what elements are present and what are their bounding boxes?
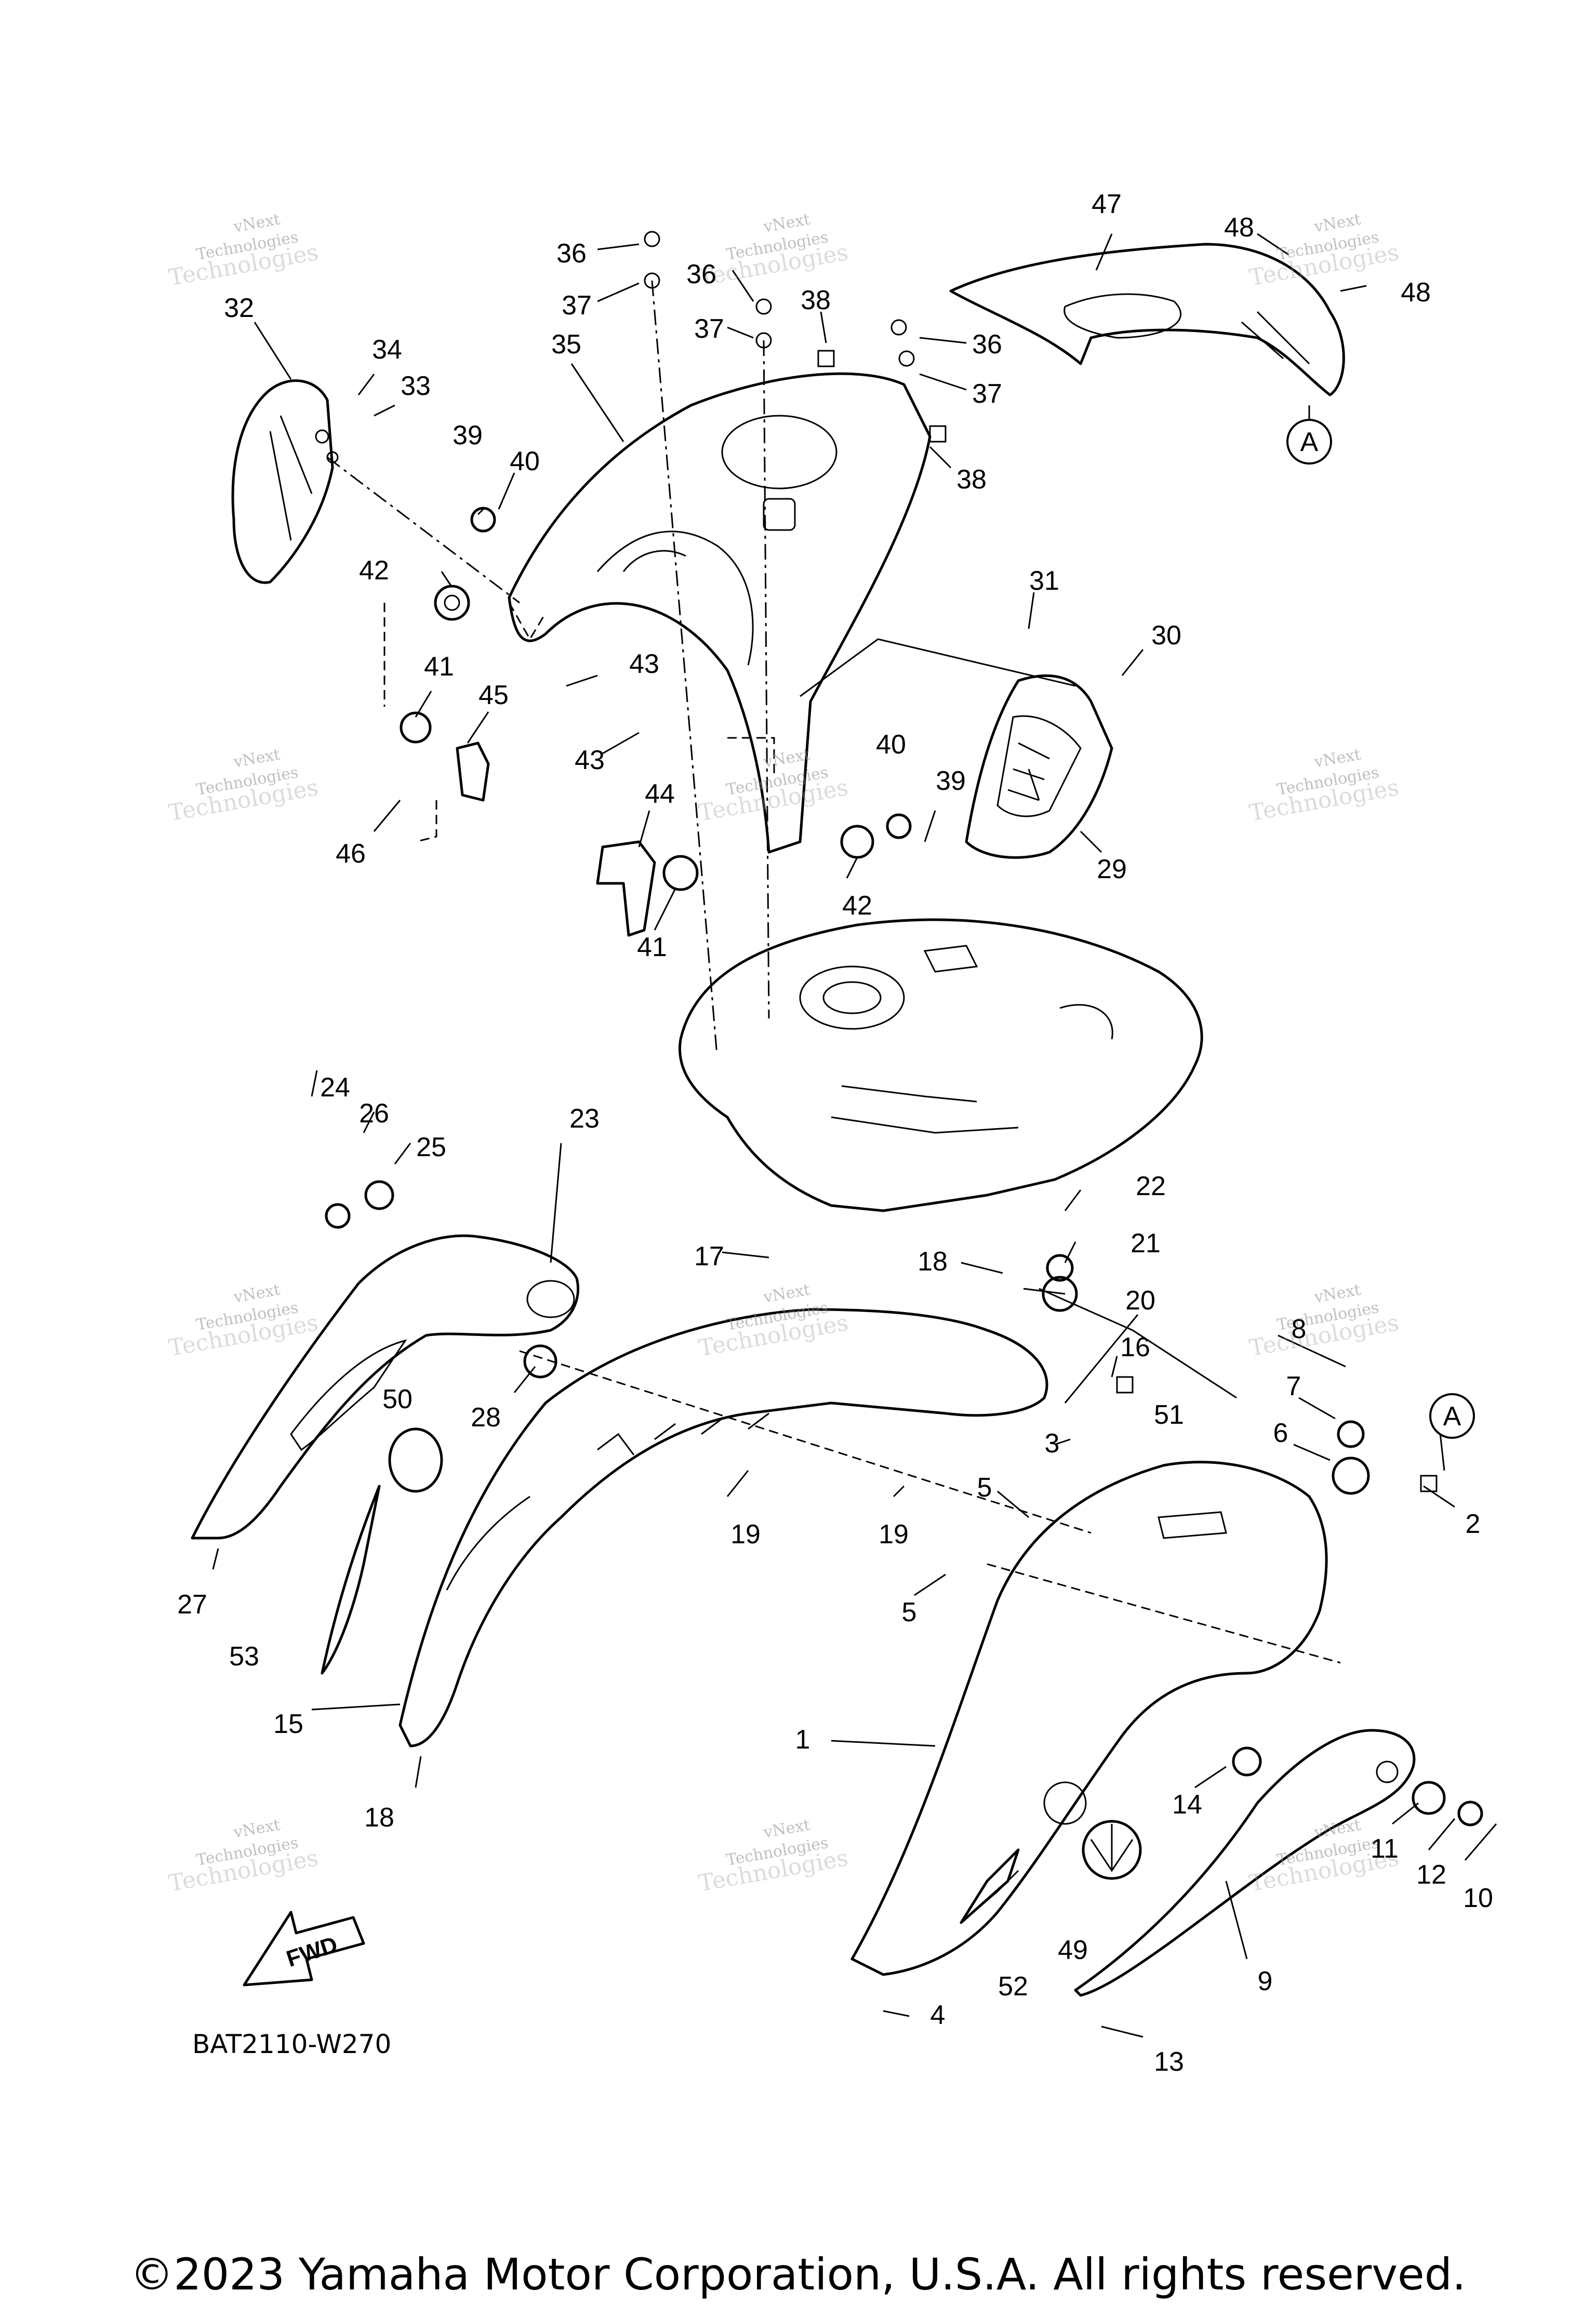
svg-text:FWD: FWD <box>283 1931 340 1972</box>
callout-39a: 39 <box>453 420 483 451</box>
part-29-side-duct <box>965 674 1113 859</box>
part-32-side-cover <box>231 379 339 584</box>
callout-22: 22 <box>1136 1171 1166 1201</box>
callout-12: 12 <box>1416 1860 1446 1890</box>
callout-38b: 38 <box>956 465 987 495</box>
callout-1: 1 <box>795 1725 810 1755</box>
callout-17: 17 <box>694 1241 724 1272</box>
part-50-disc <box>388 1427 443 1493</box>
callout-9: 9 <box>1258 1966 1273 1996</box>
callout-19b: 19 <box>879 1519 909 1550</box>
callout-43a: 43 <box>629 649 659 679</box>
callout-40b: 40 <box>876 730 906 760</box>
callout-19a: 19 <box>730 1519 761 1550</box>
callout-48a: 48 <box>1224 213 1254 243</box>
callout-51: 51 <box>1154 1400 1184 1430</box>
callout-5a: 5 <box>977 1473 992 1503</box>
callout-31: 31 <box>1029 566 1059 596</box>
fasteners <box>325 231 1483 1826</box>
part-52-decal <box>960 1848 1020 1924</box>
callout-35: 35 <box>551 329 581 360</box>
part-53-decal <box>321 1485 381 1675</box>
callout-23: 23 <box>569 1104 600 1134</box>
callout-37c: 37 <box>972 379 1002 409</box>
callout-10: 10 <box>1463 1883 1493 1913</box>
part-47-front-cover <box>949 243 1345 396</box>
callout-18a: 18 <box>917 1247 948 1277</box>
callout-42a: 42 <box>359 555 389 586</box>
callout-7: 7 <box>1286 1371 1301 1401</box>
part-44-bracket <box>596 840 656 937</box>
copyright-notice: ©2023 Yamaha Motor Corporation, U.S.A. A… <box>130 2249 1466 2300</box>
callout-42b: 42 <box>842 891 872 921</box>
callout-39b: 39 <box>936 766 966 796</box>
callout-36a: 36 <box>556 239 587 269</box>
callout-44: 44 <box>645 779 675 809</box>
callout-47: 47 <box>1092 189 1122 219</box>
callout-6: 6 <box>1273 1418 1288 1448</box>
svg-text:A: A <box>1443 1401 1461 1432</box>
callout-33: 33 <box>401 371 431 401</box>
callout-48b: 48 <box>1401 277 1431 308</box>
callout-3: 3 <box>1045 1428 1060 1459</box>
reference-lines <box>327 280 1341 1664</box>
part-1-lower-panel <box>850 1461 1328 1976</box>
part-35-tank-cover <box>508 372 932 854</box>
callout-53: 53 <box>229 1641 259 1672</box>
callout-14: 14 <box>1172 1790 1202 1820</box>
callout-15: 15 <box>273 1709 303 1739</box>
callout-20: 20 <box>1125 1286 1155 1316</box>
callout-29: 29 <box>1097 854 1127 884</box>
callout-37b: 37 <box>694 314 724 344</box>
part-49-emblem <box>1082 1820 1142 1880</box>
callout-labels: 1 2 3 4 5 5 6 7 8 9 10 11 12 13 14 15 16… <box>177 189 1493 2077</box>
callout-5b: 5 <box>902 1597 917 1627</box>
callout-21: 21 <box>1130 1228 1161 1259</box>
callout-46: 46 <box>336 839 366 869</box>
callout-52: 52 <box>998 1971 1028 2002</box>
callout-40a: 40 <box>510 446 540 476</box>
callout-28: 28 <box>471 1402 501 1433</box>
callout-41b: 41 <box>637 932 667 962</box>
callout-49: 49 <box>1058 1935 1088 1965</box>
ref-marker-a-upper: A <box>1286 419 1332 465</box>
callout-34: 34 <box>372 335 402 365</box>
callout-13: 13 <box>1154 2047 1184 2077</box>
part-15-side-fairing <box>398 1308 1092 1747</box>
callout-11: 11 <box>1371 1834 1399 1864</box>
callout-25: 25 <box>416 1132 446 1162</box>
fuel-tank-reference <box>679 918 1203 1212</box>
callout-41a: 41 <box>424 652 454 682</box>
part-23-left-panel <box>191 1234 580 1540</box>
callout-43b: 43 <box>575 745 605 775</box>
fwd-arrow-icon: FWD <box>243 1911 365 1987</box>
callout-4: 4 <box>930 2000 946 2030</box>
callout-27: 27 <box>177 1590 207 1620</box>
callout-45: 45 <box>478 680 509 710</box>
callout-50: 50 <box>382 1384 413 1414</box>
ref-marker-a-lower: A <box>1429 1393 1475 1439</box>
diagram-code: BAT2110-W270 <box>192 2029 392 2059</box>
svg-text:A: A <box>1300 427 1319 457</box>
callout-26: 26 <box>359 1098 389 1129</box>
callout-37a: 37 <box>562 290 592 321</box>
part-9-lower-side-panel <box>1074 1729 1416 1997</box>
callout-38a: 38 <box>801 285 831 315</box>
part-45-bracket <box>456 742 490 802</box>
callout-2: 2 <box>1466 1509 1481 1539</box>
callout-36c: 36 <box>972 329 1002 360</box>
callout-8: 8 <box>1292 1314 1307 1344</box>
callout-24: 24 <box>320 1073 350 1103</box>
callout-32: 32 <box>224 293 254 323</box>
callout-30: 30 <box>1151 620 1181 651</box>
callout-18b: 18 <box>364 1803 394 1833</box>
callout-16: 16 <box>1120 1332 1150 1362</box>
callout-leaders <box>212 233 1497 2038</box>
callout-36b: 36 <box>686 259 716 289</box>
